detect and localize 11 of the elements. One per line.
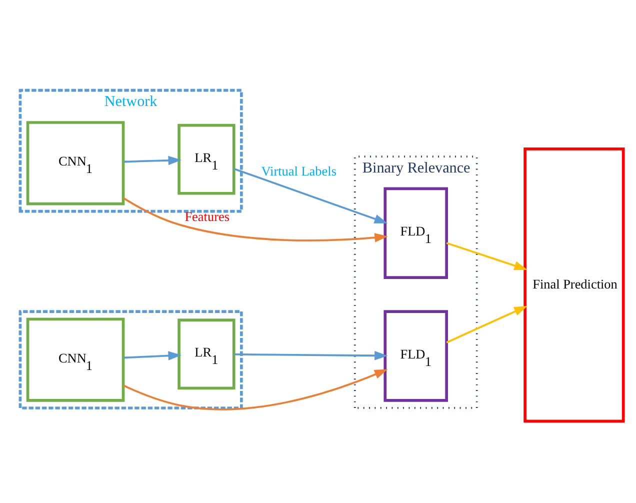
arrow <box>122 368 388 410</box>
arrow <box>123 155 182 165</box>
arrow <box>446 242 528 270</box>
edge-label: Virtual Labels <box>261 163 336 178</box>
arrow <box>234 167 388 223</box>
cluster <box>18 310 243 409</box>
arrow <box>234 350 388 360</box>
node-box: Final Prediction <box>524 147 625 422</box>
arrow <box>123 350 182 360</box>
arrow <box>446 305 528 343</box>
arrow <box>122 196 388 242</box>
